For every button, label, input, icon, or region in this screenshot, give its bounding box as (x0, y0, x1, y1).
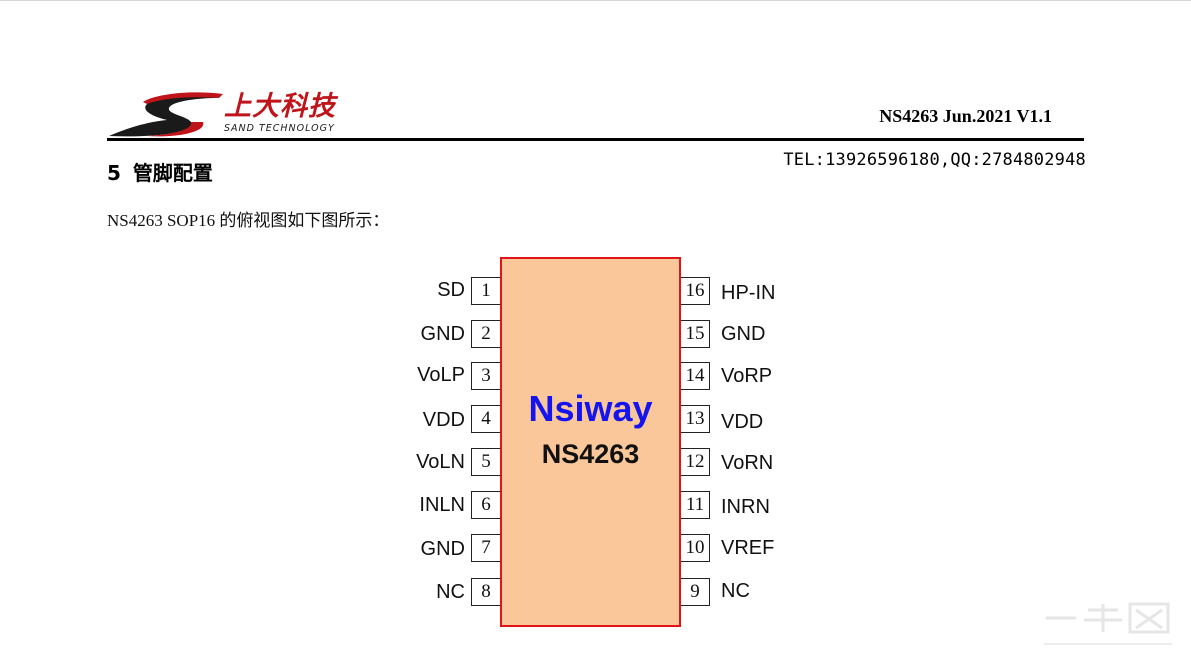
pin-10-number: 10 (681, 534, 710, 562)
pin-3-label: VoLP (417, 364, 465, 386)
section-title-text: 管脚配置 (132, 161, 213, 185)
chip-model-label: NS4263 (541, 439, 640, 469)
pin-7-number: 7 (471, 534, 500, 562)
pin-16-number: 16 (681, 277, 710, 305)
pin-5-number: 5 (471, 448, 500, 476)
intro-paragraph: NS4263 SOP16 的俯视图如下图所示： (107, 211, 390, 230)
pin-2-label: GND (420, 323, 465, 345)
watermark-icon (1044, 602, 1172, 645)
pin-7-label: GND (420, 538, 465, 560)
pin-13-label: VDD (721, 411, 764, 433)
pin-14-label: VoRP (721, 365, 773, 387)
pin-12-number: 12 (681, 448, 710, 476)
pin-4-label: VDD (422, 409, 465, 431)
pin-15-number: 15 (681, 320, 710, 348)
pin-9-label: NC (721, 580, 750, 602)
pin-15-label: GND (721, 323, 766, 345)
company-logo: 上大科技 SAND TECHNOLOGY (107, 92, 397, 138)
pin-5-label: VoLN (416, 451, 465, 473)
site-watermark (1042, 598, 1182, 650)
logo-english-name: SAND TECHNOLOGY (224, 123, 335, 134)
pin-14-number: 14 (681, 362, 710, 390)
pin-10-label: VREF (721, 537, 775, 559)
chip-package-body: Nsiway NS4263 (500, 257, 681, 627)
page-top-border (0, 0, 1191, 1)
pin-1-label: SD (437, 279, 465, 301)
pin-12-label: VoRN (721, 452, 774, 474)
pin-1-number: 1 (471, 277, 500, 305)
pin-3-number: 3 (471, 362, 500, 390)
pin-8-label: NC (436, 581, 465, 603)
document-reference: NS4263 Jun.2021 V1.1 (879, 106, 1052, 126)
pin-13-number: 13 (681, 405, 710, 433)
pin-4-number: 4 (471, 405, 500, 433)
header-divider (107, 138, 1084, 141)
logo-chinese-name: 上大科技 (224, 91, 336, 122)
pin-9-number: 9 (681, 578, 710, 606)
contact-info: TEL:13926596180,QQ:2784802948 (783, 150, 1086, 170)
chip-brand-label: Nsiway (528, 388, 653, 429)
pin-11-label: INRN (721, 496, 770, 518)
pin-2-number: 2 (471, 320, 500, 348)
pin-6-number: 6 (471, 491, 500, 519)
section-heading: 5 管脚配置 (107, 157, 213, 186)
s-logo-icon (109, 92, 223, 137)
pin-16-label: HP-IN (721, 282, 776, 304)
section-number: 5 (107, 161, 121, 185)
pin-8-number: 8 (471, 578, 500, 606)
pin-11-number: 11 (681, 491, 710, 519)
pin-6-label: INLN (419, 494, 465, 516)
